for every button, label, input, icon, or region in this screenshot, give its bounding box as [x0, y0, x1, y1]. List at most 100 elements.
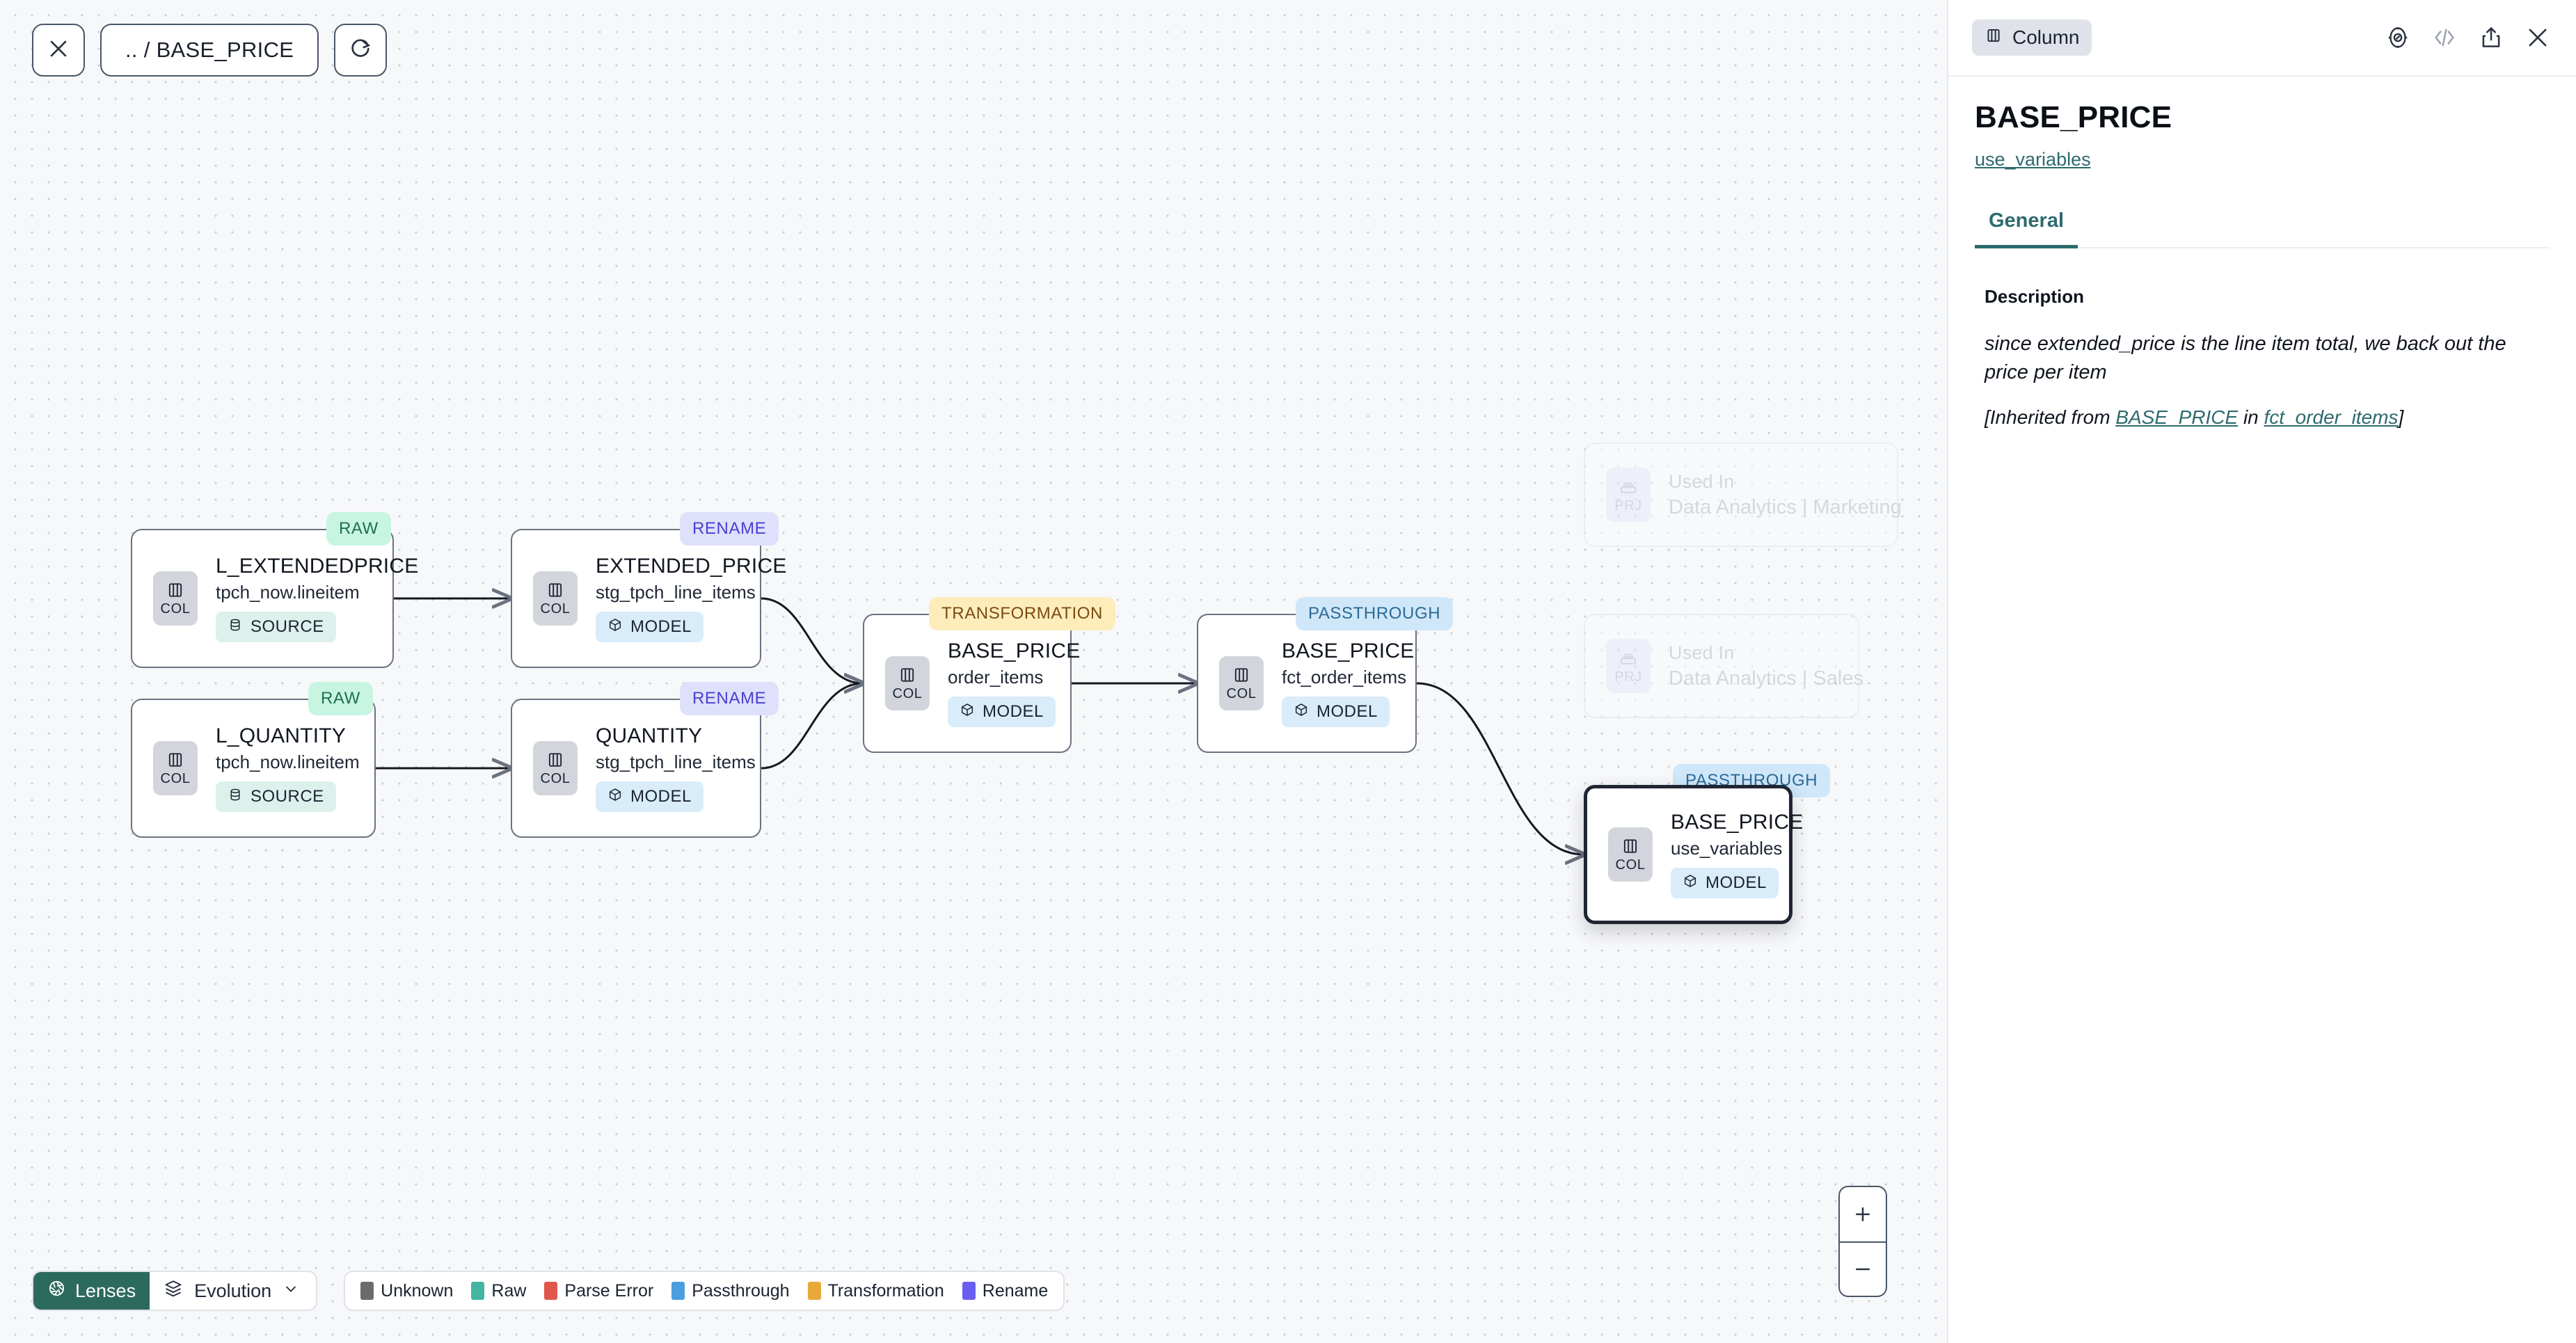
column-icon-badge: COL — [1608, 827, 1653, 882]
legend-item-parse-error[interactable]: Parse Error — [544, 1281, 653, 1301]
inherited-column-link[interactable]: BASE_PRICE — [2115, 406, 2239, 429]
badge-label: RAW — [321, 689, 360, 708]
layers-icon — [164, 1279, 183, 1303]
node-subtitle: use_variables — [1671, 838, 1783, 859]
node-title: L_EXTENDEDPRICE — [216, 555, 419, 578]
breadcrumb[interactable]: .. / BASE_PRICE — [100, 24, 319, 77]
badge-label: PASSTHROUGH — [1308, 604, 1441, 623]
node-title: L_QUANTITY — [216, 724, 347, 747]
compass-icon[interactable] — [2385, 25, 2410, 50]
inherited-suffix: ] — [2398, 406, 2404, 429]
page-title: BASE_PRICE — [1975, 100, 2172, 134]
node-type-label: COL — [892, 685, 923, 701]
refresh-button[interactable] — [334, 24, 388, 77]
project-icon — [1618, 647, 1639, 668]
node-tag-model: MODEL — [596, 612, 703, 642]
lineage-legend: Unknown Raw Parse Error Passthrough Tran… — [344, 1271, 1065, 1311]
model-link[interactable]: use_variables — [1975, 149, 2091, 170]
column-icon — [1232, 665, 1251, 685]
column-icon-badge: COL — [533, 741, 578, 795]
lineage-node-l-extendedprice[interactable]: COL L_EXTENDEDPRICE tpch_now.lineitem SO… — [131, 529, 418, 668]
legend-item-rename[interactable]: Rename — [962, 1280, 1049, 1301]
lenses-button[interactable]: Lenses — [33, 1272, 150, 1310]
lenses-label: Lenses — [75, 1280, 136, 1301]
legend-item-raw[interactable]: Raw — [471, 1281, 526, 1301]
ghost-node-used-in-marketing[interactable]: PRJ Used In Data Analytics | Marketing — [1584, 443, 1902, 547]
node-title: BASE_PRICE — [1671, 811, 1804, 834]
legend-swatch — [360, 1282, 374, 1300]
breadcrumb-label: .. / BASE_PRICE — [125, 38, 294, 62]
zoom-out-button[interactable] — [1840, 1241, 1886, 1296]
column-icon-badge: COL — [533, 571, 578, 626]
node-title: BASE_PRICE — [948, 639, 1081, 662]
close-button[interactable] — [32, 24, 85, 77]
node-title: BASE_PRICE — [1282, 639, 1415, 662]
panel-tabs: General — [1975, 209, 2550, 248]
node-title: EXTENDED_PRICE — [596, 555, 787, 578]
column-icon — [1621, 836, 1640, 856]
legend-label: Rename — [982, 1280, 1049, 1301]
node-type-label: COL — [540, 601, 571, 617]
share-icon[interactable] — [2479, 25, 2504, 50]
lineage-node-base-price-fct-order-items[interactable]: COL BASE_PRICE fct_order_items MODEL — [1197, 614, 1417, 753]
node-tag-label: MODEL — [630, 787, 692, 806]
close-icon[interactable] — [2525, 24, 2551, 51]
entity-type-label: Column — [2012, 26, 2080, 48]
column-icon — [546, 750, 565, 770]
tab-general[interactable]: General — [1975, 209, 2078, 248]
evolution-dropdown[interactable]: Evolution — [150, 1272, 317, 1310]
node-type-label: COL — [1226, 685, 1257, 701]
chevron-down-icon — [283, 1280, 299, 1302]
description-label: Description — [1985, 286, 2085, 307]
legend-swatch — [544, 1282, 558, 1300]
description-text: since extended_price is the line item to… — [1985, 333, 2506, 384]
column-icon — [166, 750, 185, 770]
database-icon — [228, 787, 243, 807]
node-tag-label: SOURCE — [251, 787, 324, 806]
node-subtitle: stg_tpch_line_items — [596, 752, 756, 772]
zoom-in-button[interactable] — [1840, 1187, 1886, 1241]
legend-item-passthrough[interactable]: Passthrough — [671, 1281, 790, 1301]
badge-label: RENAME — [692, 689, 767, 708]
node-type-label: COL — [160, 601, 191, 617]
inherited-middle: in — [2238, 406, 2264, 429]
column-icon — [546, 580, 565, 600]
node-badge-transformation: TRANSFORMATION — [929, 597, 1115, 630]
cube-icon — [607, 787, 623, 807]
legend-item-transformation[interactable]: Transformation — [807, 1280, 944, 1301]
badge-label: TRANSFORMATION — [941, 604, 1103, 623]
legend-label: Transformation — [827, 1280, 944, 1301]
node-tag-label: SOURCE — [251, 617, 324, 636]
lineage-node-base-price-order-items[interactable]: COL BASE_PRICE order_items MODEL — [863, 614, 1080, 753]
cube-icon — [960, 702, 975, 722]
legend-item-unknown[interactable]: Unknown — [360, 1281, 453, 1301]
node-badge-rename: RENAME — [680, 682, 779, 715]
node-subtitle: stg_tpch_line_items — [596, 582, 756, 603]
legend-swatch — [807, 1282, 821, 1300]
legend-swatch — [962, 1282, 976, 1300]
lineage-node-base-price-use-variables[interactable]: COL BASE_PRICE use_variables MODEL — [1584, 785, 1803, 924]
node-tag-source: SOURCE — [216, 612, 336, 642]
database-icon — [228, 617, 243, 637]
project-icon — [1618, 476, 1639, 497]
lineage-node-quantity[interactable]: COL QUANTITY stg_tpch_line_items MODEL — [511, 699, 761, 838]
inherited-prefix: [Inherited from — [1985, 406, 2116, 429]
node-title: QUANTITY — [596, 724, 703, 747]
canvas-topbar: .. / BASE_PRICE — [32, 24, 388, 77]
legend-label: Raw — [491, 1280, 527, 1301]
lineage-node-l-quantity[interactable]: COL L_QUANTITY tpch_now.lineitem SOURCE — [131, 699, 376, 838]
ghost-node-used-in-sales[interactable]: PRJ Used In Data Analytics | Sales — [1584, 614, 1863, 718]
code-icon[interactable] — [2431, 24, 2458, 51]
zoom-controls — [1838, 1186, 1887, 1297]
lineage-node-extended-price[interactable]: COL EXTENDED_PRICE stg_tpch_line_items M… — [511, 529, 786, 668]
node-tag-model: MODEL — [948, 697, 1056, 727]
legend-label: Parse Error — [564, 1280, 654, 1301]
inherited-model-link[interactable]: fct_order_items — [2264, 406, 2399, 429]
ghost-node-type: PRJ — [1614, 498, 1642, 514]
badge-label: RENAME — [692, 519, 767, 538]
lineage-canvas[interactable]: .. / BASE_PRICE — [0, 0, 1947, 1343]
legend-label: Unknown — [381, 1280, 454, 1301]
node-tag-label: MODEL — [630, 617, 692, 636]
project-icon-badge: PRJ — [1606, 639, 1651, 693]
panel-header-actions — [2385, 24, 2551, 51]
